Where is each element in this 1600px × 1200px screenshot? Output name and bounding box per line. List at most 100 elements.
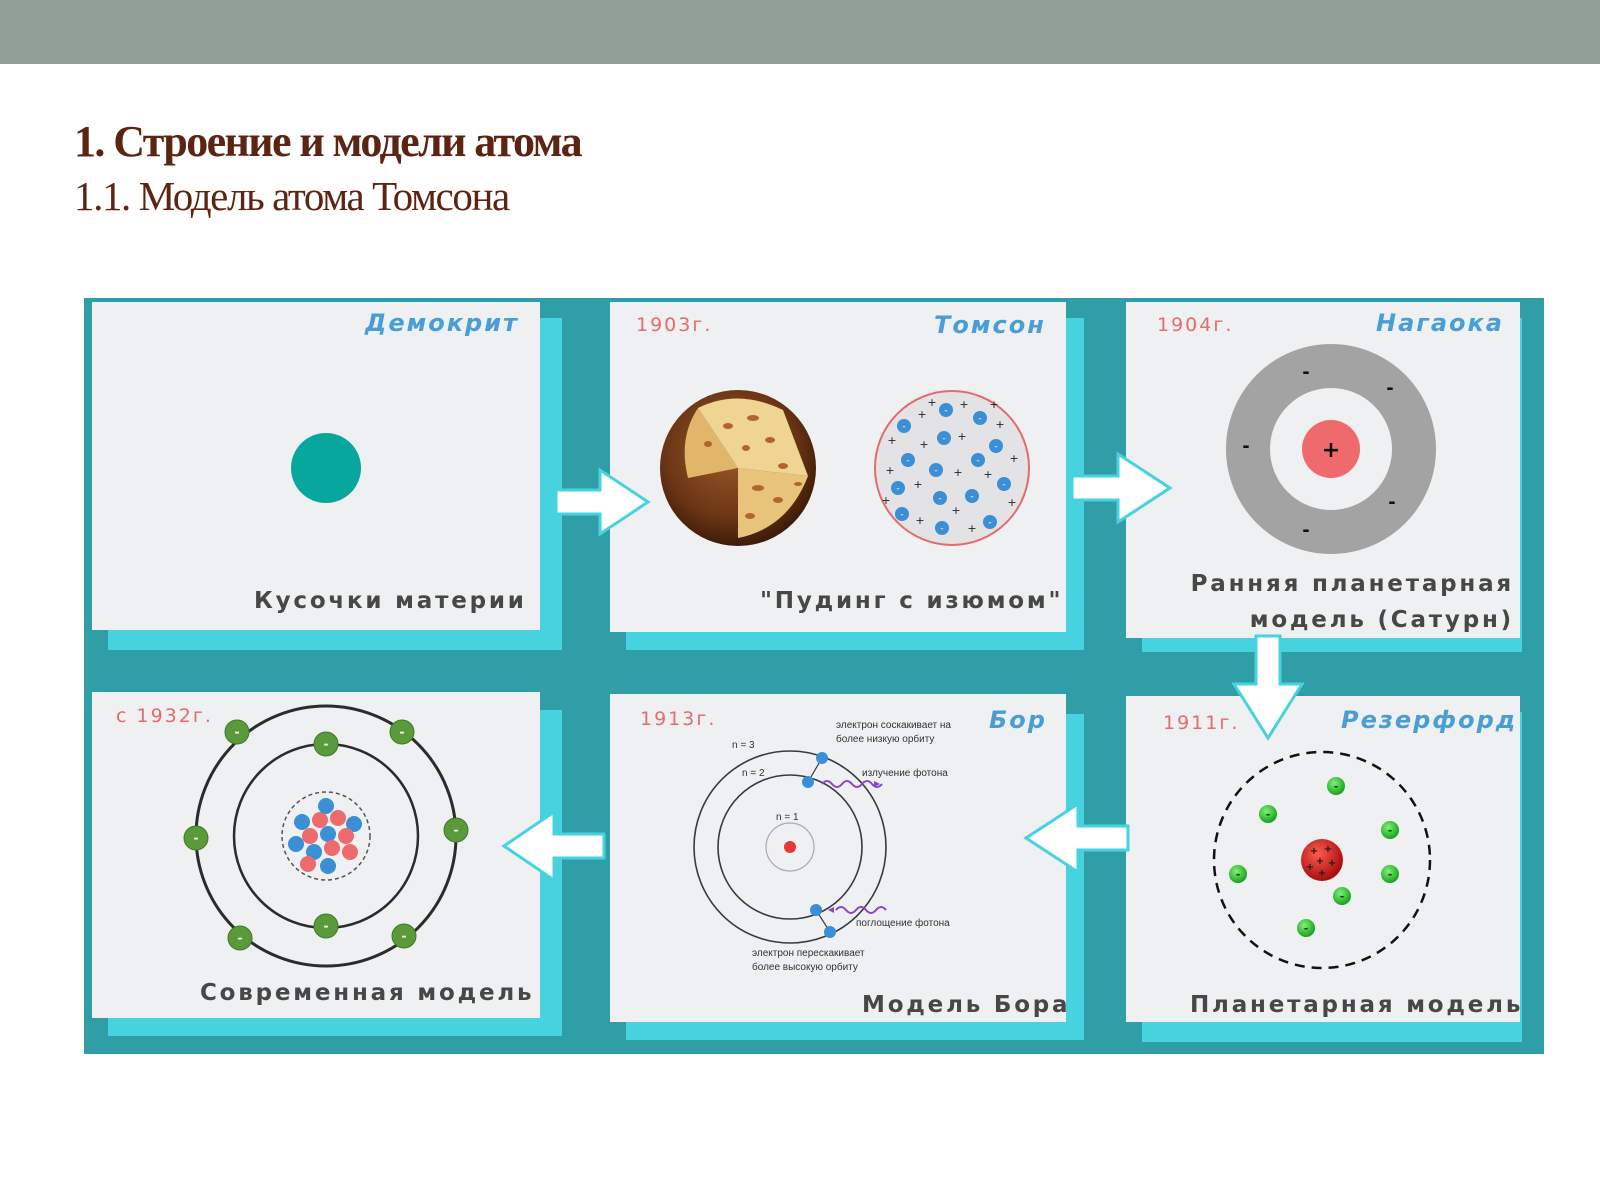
svg-text:-: - [938,494,941,504]
svg-text:-: - [1002,480,1005,490]
scientist-democritus: Демокрит [365,309,519,337]
electron-charges: - - - - - [1242,362,1395,541]
electrons [891,403,1011,535]
caption-thomson: "Пудинг с изюмом" [760,588,1064,614]
planetary-model-illustration: +++ +++ --- --- - [1212,750,1432,970]
svg-text:-: - [1386,378,1393,399]
year-modern: с 1932г. [116,705,213,727]
svg-text:+: + [967,522,976,535]
svg-text:-: - [994,442,997,452]
caption-bohr: Модель Бора [862,992,1071,1018]
nucleons [288,798,362,874]
year-thomson: 1903г. [636,314,713,336]
top-bar [0,0,1600,64]
page-subtitle: 1.1. Модель атома Томсона [74,173,510,219]
svg-text:+: + [957,430,966,443]
svg-text:-: - [454,823,459,837]
svg-text:+: + [915,514,924,527]
svg-text:-: - [194,831,199,845]
modern-model-illustration: --- --- -- [183,704,469,968]
svg-text:+: + [927,396,936,409]
bohr-nucleus [784,841,796,853]
svg-text:+: + [951,504,960,517]
svg-text:-: - [944,406,947,416]
svg-text:-: - [940,524,943,534]
arrow-left-2 [501,809,606,883]
svg-text:-: - [1388,868,1393,881]
svg-text:+: + [913,478,922,491]
svg-text:+: + [1306,862,1314,873]
label-jump-up-2: более высокую орбиту [752,961,858,973]
svg-text:+: + [919,438,928,451]
svg-text:-: - [324,737,329,751]
svg-text:-: - [1302,362,1309,383]
pudding-cut [698,398,808,476]
atom-sphere [874,390,1030,546]
year-nagaoka: 1904г. [1157,314,1234,336]
label-jump-down-2: более низкую орбиту [836,733,934,745]
svg-text:-: - [400,725,405,739]
svg-text:-: - [402,929,407,943]
svg-text:+: + [995,418,1004,431]
label-n1: n = 1 [776,812,799,823]
orbit-n2 [717,774,863,920]
absorption-wave [835,906,887,914]
card-bohr [610,694,1066,1022]
electron-ring [1226,344,1436,554]
svg-text:-: - [970,492,973,502]
svg-text:+: + [989,398,998,411]
pudding-illustration [660,390,816,546]
svg-text:-: - [896,484,899,494]
matter-piece [291,433,361,503]
nucleus-cloud [281,791,371,881]
orbit-electrons [183,719,469,951]
arrow-right-2 [1070,451,1173,525]
dashed-orbit [1212,750,1432,970]
year-bohr: 1913г. [640,708,717,730]
plus-signs: +++ +++ +++ +++ +++ +++ [881,396,1018,535]
scientist-bohr: Бор [989,706,1047,734]
rutherford-nucleus [1301,839,1343,881]
svg-text:-: - [324,919,329,933]
orbit-n3 [693,750,887,944]
arrow-right-1 [554,467,651,537]
label-n2: n = 2 [742,768,765,779]
svg-text:+: + [1324,844,1332,855]
arrow-down [1231,634,1305,741]
svg-text:-: - [906,456,909,466]
svg-text:+: + [1007,496,1016,509]
svg-text:-: - [976,456,979,466]
svg-text:-: - [1304,922,1309,935]
svg-text:-: - [1302,520,1309,541]
bohr-model-illustration: n = 3 n = 2 n = 1 электрон соскакивает н… [693,720,951,973]
svg-text:-: - [1266,808,1271,821]
svg-text:+: + [885,464,894,477]
label-jump-down-1: электрон соскакивает на [836,720,951,731]
svg-text:+: + [953,466,962,479]
label-absorption: поглощение фотона [856,917,950,929]
scientist-thomson: Томсон [934,311,1046,339]
matter-piece-illustration [291,433,361,503]
svg-text:-: - [942,434,945,444]
svg-text:+: + [1328,858,1336,869]
svg-text:-: - [1334,780,1339,793]
label-jump-up-1: электрон перескакивает [752,948,865,959]
svg-text:-: - [235,725,240,739]
svg-text:+: + [983,468,992,481]
orbit-n1 [765,822,815,872]
electron-high [816,752,828,764]
caption-nagaoka-line-1: Ранняя планетарная [1190,571,1514,597]
nucleus [1302,420,1360,478]
svg-text:+: + [917,408,926,421]
svg-text:-: - [934,466,937,476]
rutherford-electrons [1229,777,1399,937]
svg-text:+: + [887,434,896,447]
page-title: 1. Строение и модели атома [74,117,583,166]
caption-modern: Современная модель [200,980,535,1006]
svg-text:-: - [900,510,903,520]
scientist-nagaoka: Нагаока [1376,309,1504,337]
plus-icon: + [1322,438,1340,463]
label-n3: n = 3 [732,740,755,751]
svg-text:-: - [1242,436,1249,457]
year-rutherford: 1911г. [1163,712,1240,734]
